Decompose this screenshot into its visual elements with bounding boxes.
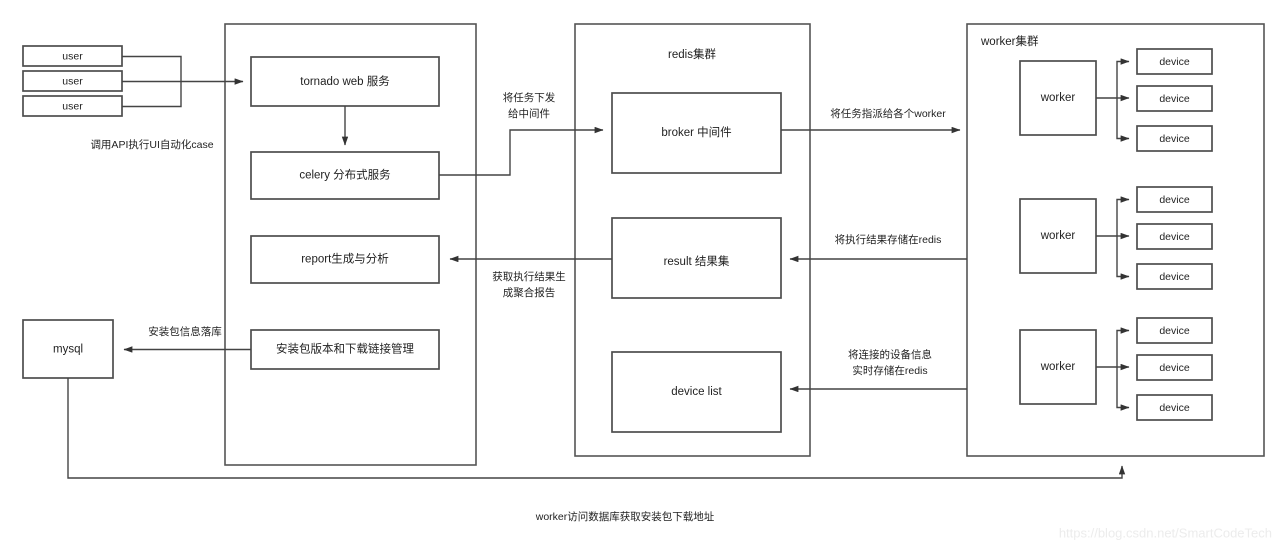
panel-worker: [966, 23, 1265, 457]
node-device-2-1[interactable]: [1136, 186, 1213, 213]
node-tornado-web-label: tornado web 服务: [300, 74, 390, 88]
node-device-list-label: device list: [671, 386, 722, 398]
connector-mysql-to-workers: [67, 378, 1126, 479]
node-device-1-1-label: device: [1159, 56, 1190, 68]
node-device-1-3-label: device: [1159, 133, 1190, 145]
node-device-2-2[interactable]: [1136, 223, 1213, 250]
edge-label-store-device-line1: 将连接的设备信息: [848, 348, 932, 361]
node-device-1-2-label: device: [1159, 93, 1190, 105]
connector-worker2-device3: [1116, 236, 1130, 280]
node-device-3-1[interactable]: [1136, 317, 1213, 344]
node-worker-2-label: worker: [1040, 230, 1076, 242]
node-device-1-3[interactable]: [1136, 125, 1213, 152]
node-device-2-3[interactable]: [1136, 263, 1213, 290]
edge-label-store-result: 将执行结果存储在redis: [835, 233, 942, 246]
node-broker[interactable]: [611, 92, 782, 174]
users-caption: 调用API执行UI自动化case: [90, 138, 213, 151]
node-report-analysis[interactable]: [250, 235, 440, 284]
edge-label-dispatch-line2: 给中间件: [508, 107, 550, 120]
edge-label-store-device-line2: 实时存储在redis: [852, 364, 927, 377]
node-result-set-label: result 结果集: [664, 254, 730, 268]
node-worker-3[interactable]: [1019, 329, 1097, 405]
connector-user1-bus: [122, 55, 182, 82]
node-celery-service[interactable]: [250, 151, 440, 200]
node-mysql[interactable]: [22, 319, 114, 379]
panel-worker-title: worker集群: [980, 34, 1039, 48]
connector-worker3-device3: [1116, 367, 1130, 411]
connector-user3-bus: [122, 81, 182, 108]
node-device-1-1[interactable]: [1136, 48, 1213, 75]
node-device-2-1-label: device: [1159, 194, 1190, 206]
bottom-caption: worker访问数据库获取安装包下载地址: [535, 510, 715, 523]
node-worker-2[interactable]: [1019, 198, 1097, 274]
panel-redis-title: redis集群: [668, 47, 716, 61]
edge-label-package-to-db: 安装包信息落库: [148, 325, 222, 338]
node-device-3-1-label: device: [1159, 325, 1190, 337]
connector-worker3-device1: [1116, 327, 1130, 367]
edge-label-assign-to-worker: 将任务指派给各个worker: [830, 107, 946, 120]
node-result-set[interactable]: [611, 217, 782, 299]
node-device-1-2[interactable]: [1136, 85, 1213, 112]
node-device-3-2-label: device: [1159, 362, 1190, 374]
node-worker-3-label: worker: [1040, 361, 1076, 373]
node-broker-label: broker 中间件: [661, 125, 731, 139]
node-device-2-3-label: device: [1159, 271, 1190, 283]
node-device-2-2-label: device: [1159, 231, 1190, 243]
node-device-3-2[interactable]: [1136, 354, 1213, 381]
node-report-analysis-label: report生成与分析: [301, 252, 389, 266]
node-mysql-label: mysql: [53, 344, 83, 356]
node-worker-1-label: worker: [1040, 92, 1076, 104]
node-device-3-3-label: device: [1159, 402, 1190, 414]
watermark: https://blog.csdn.net/SmartCodeTech: [1059, 525, 1272, 540]
connector-worker2-device1: [1116, 196, 1130, 236]
node-user-2-label: user: [62, 75, 83, 87]
node-package-manager-label: 安装包版本和下载链接管理: [276, 342, 414, 356]
node-device-3-3[interactable]: [1136, 394, 1213, 421]
node-user-1-label: user: [62, 50, 83, 62]
node-user-3-label: user: [62, 100, 83, 112]
node-package-manager[interactable]: [250, 329, 440, 370]
edge-label-fetch-result-line1: 获取执行结果生: [492, 270, 566, 283]
connector-celery-to-broker: [439, 126, 604, 176]
node-celery-service-label: celery 分布式服务: [299, 168, 391, 182]
edge-label-dispatch-line1: 将任务下发: [503, 91, 556, 104]
node-device-list[interactable]: [611, 351, 782, 433]
connector-worker1-device1: [1116, 58, 1130, 98]
connector-worker1-device3: [1116, 98, 1130, 142]
edge-label-fetch-result-line2: 成聚合报告: [503, 286, 556, 299]
